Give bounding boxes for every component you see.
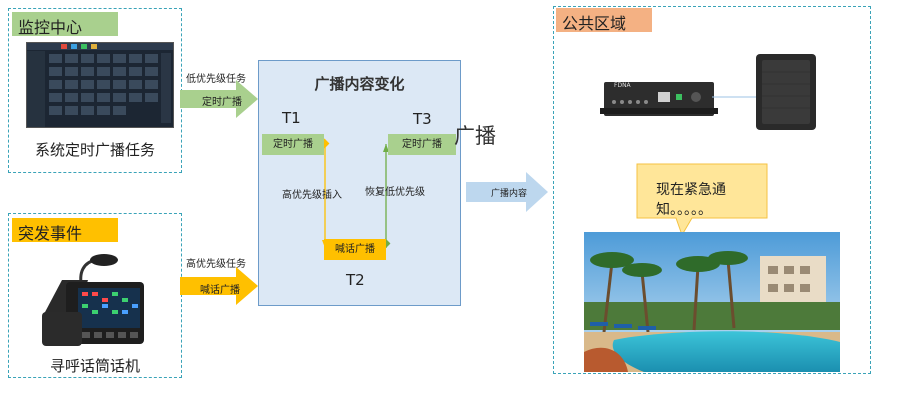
broadcast-change-title: 广播内容变化 — [314, 75, 405, 93]
t2-label: T2 — [346, 271, 365, 289]
restore-low-priority-label: 恢复低优先级 — [365, 187, 425, 198]
t1-label: T1 — [282, 109, 301, 127]
low-priority-task-label: 低优先级任务 — [186, 74, 246, 85]
public-area-panel — [553, 6, 871, 374]
public-area-tag: 公共区域 — [556, 8, 652, 33]
high-priority-arrow-label: 喊话广播 — [200, 285, 240, 296]
broadcast-output-arrow — [466, 172, 548, 212]
broadcast-change-panel — [258, 60, 461, 306]
low-priority-arrow — [180, 80, 258, 118]
t1-broadcast-box: 定时广播 — [262, 134, 324, 155]
t3-broadcast-box: 定时广播 — [388, 134, 456, 155]
incident-caption: 寻呼话筒话机 — [49, 357, 140, 375]
software-grid-image — [27, 43, 173, 127]
broadcast-output-label: 广播内容 — [491, 189, 528, 199]
speaker-image — [756, 54, 816, 130]
high-priority-arrow — [180, 267, 258, 305]
amplifier-brand-logo: FDNA — [614, 82, 631, 89]
stray-broadcast-text: 广播 — [454, 124, 496, 148]
t3-label: T3 — [413, 110, 432, 128]
resort-pool-photo — [584, 232, 840, 372]
broadcast-timeline-lines — [319, 138, 391, 249]
network-amplifier-image — [600, 82, 718, 116]
speech-bubble-text: 现在紧急通知。。。。。 — [656, 182, 726, 218]
speech-bubble — [636, 163, 768, 237]
speaker-cable — [712, 96, 760, 98]
monitor-center-tag: 监控中心 — [12, 12, 118, 37]
paging-phone-image — [42, 254, 144, 346]
incident-panel — [8, 213, 182, 378]
incident-tag: 突发事件 — [12, 218, 118, 243]
monitor-software-screenshot — [26, 42, 174, 128]
monitor-center-caption: 系统定时广播任务 — [34, 141, 155, 159]
high-priority-task-label: 高优先级任务 — [186, 259, 246, 270]
t2-broadcast-box: 喊话广播 — [324, 239, 386, 260]
low-priority-arrow-label: 定时广播 — [202, 97, 242, 108]
insert-high-priority-label: 高优先级插入 — [282, 190, 342, 201]
